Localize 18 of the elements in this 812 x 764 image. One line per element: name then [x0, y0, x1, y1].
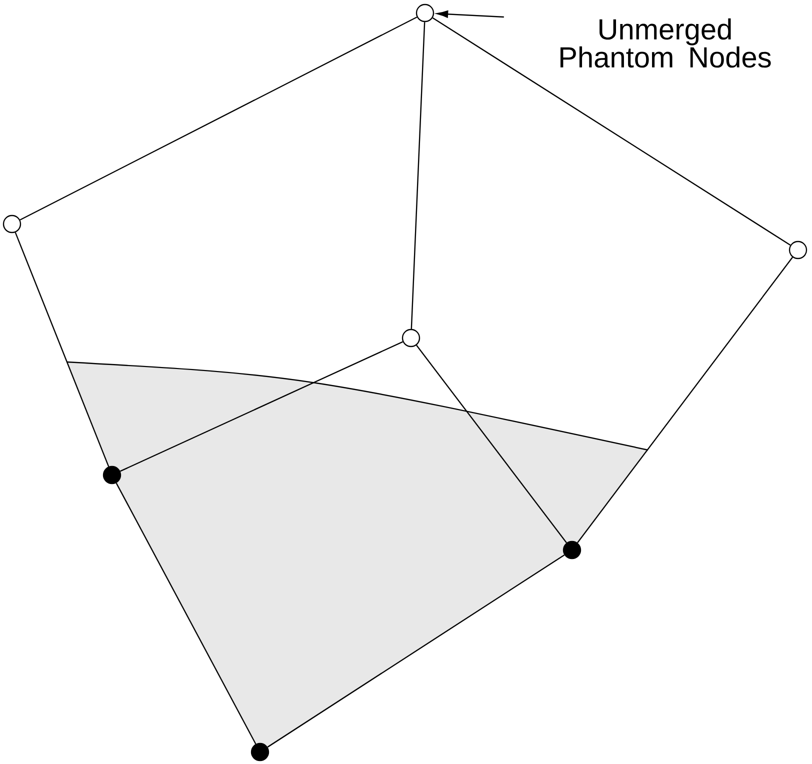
- edge-line: [120, 341, 403, 472]
- open-node: [788, 240, 808, 260]
- open-node: [2, 214, 22, 234]
- edge-line: [20, 16, 418, 220]
- open-node: [416, 4, 434, 22]
- edge-line: [14, 232, 110, 467]
- edge-line: [577, 256, 793, 544]
- open-node: [402, 328, 420, 348]
- edge-line: [432, 17, 791, 246]
- callout-text: Unmerged Phantom Nodes: [560, 18, 771, 68]
- filled-node: [562, 540, 582, 560]
- filled-node: [102, 466, 122, 484]
- edge-line: [116, 482, 256, 744]
- edge-line: [410, 22, 426, 329]
- filled-node: [250, 742, 270, 762]
- leader-arrow: [436, 10, 504, 18]
- edge-line: [416, 344, 567, 544]
- edge-line: [267, 554, 565, 748]
